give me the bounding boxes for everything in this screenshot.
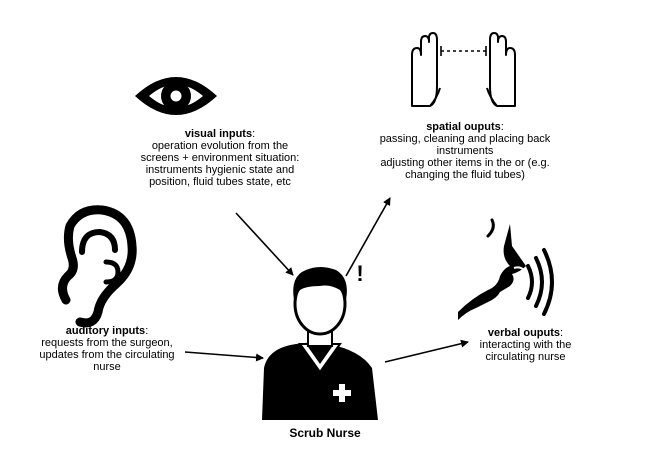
arrow-nurse-to-verbal bbox=[384, 339, 469, 363]
auditory-colon: : bbox=[145, 325, 149, 337]
visual-heading: visual inputs bbox=[184, 128, 253, 140]
auditory-inputs-label: auditory inputs: requests from the surge… bbox=[12, 325, 202, 373]
nurse-icon bbox=[262, 267, 378, 420]
auditory-line: nurse bbox=[93, 361, 121, 373]
auditory-line: updates from the circulating bbox=[39, 349, 175, 361]
visual-line: instruments hygienic state and bbox=[145, 164, 295, 176]
eye-icon bbox=[135, 77, 217, 115]
spatial-line: changing the fluid tubes) bbox=[405, 169, 525, 181]
visual-line: screens + environment situation: bbox=[140, 152, 300, 164]
spatial-heading: spatial ouputs bbox=[426, 121, 501, 133]
speaking-mouth-icon bbox=[458, 218, 554, 320]
spatial-colon: : bbox=[500, 121, 504, 133]
hands-icon bbox=[411, 32, 516, 107]
spatial-outputs-label: spatial ouputs: passing, cleaning and pl… bbox=[355, 121, 575, 181]
visual-line: operation evolution from the bbox=[151, 140, 289, 152]
auditory-line: requests from the surgeon, bbox=[41, 337, 173, 349]
nurse-title: Scrub Nurse bbox=[289, 426, 361, 440]
auditory-heading: auditory inputs bbox=[65, 325, 146, 337]
arrow-visual-to-nurse bbox=[235, 212, 294, 276]
verbal-outputs-label: verbal ouputs: interacting with the circ… bbox=[438, 327, 613, 363]
spatial-line: passing, cleaning and placing back bbox=[379, 133, 551, 145]
verbal-line: circulating nurse bbox=[485, 351, 566, 363]
verbal-heading: verbal ouputs bbox=[487, 327, 561, 339]
visual-line: position, fluid tubes state, etc bbox=[149, 176, 291, 188]
spatial-line: instruments bbox=[436, 145, 494, 157]
ear-icon bbox=[58, 205, 137, 328]
alert-mark: ! bbox=[356, 261, 364, 286]
spatial-line: adjusting other items in the or (e.g. bbox=[380, 157, 550, 169]
visual-colon: : bbox=[252, 128, 256, 140]
visual-inputs-label: visual inputs: operation evolution from … bbox=[105, 128, 335, 188]
verbal-line: interacting with the bbox=[479, 339, 572, 351]
arrow-auditory-to-nurse bbox=[184, 351, 264, 362]
verbal-colon: : bbox=[560, 327, 564, 339]
arrow-nurse-to-spatial bbox=[345, 197, 391, 277]
arrows bbox=[184, 197, 469, 363]
